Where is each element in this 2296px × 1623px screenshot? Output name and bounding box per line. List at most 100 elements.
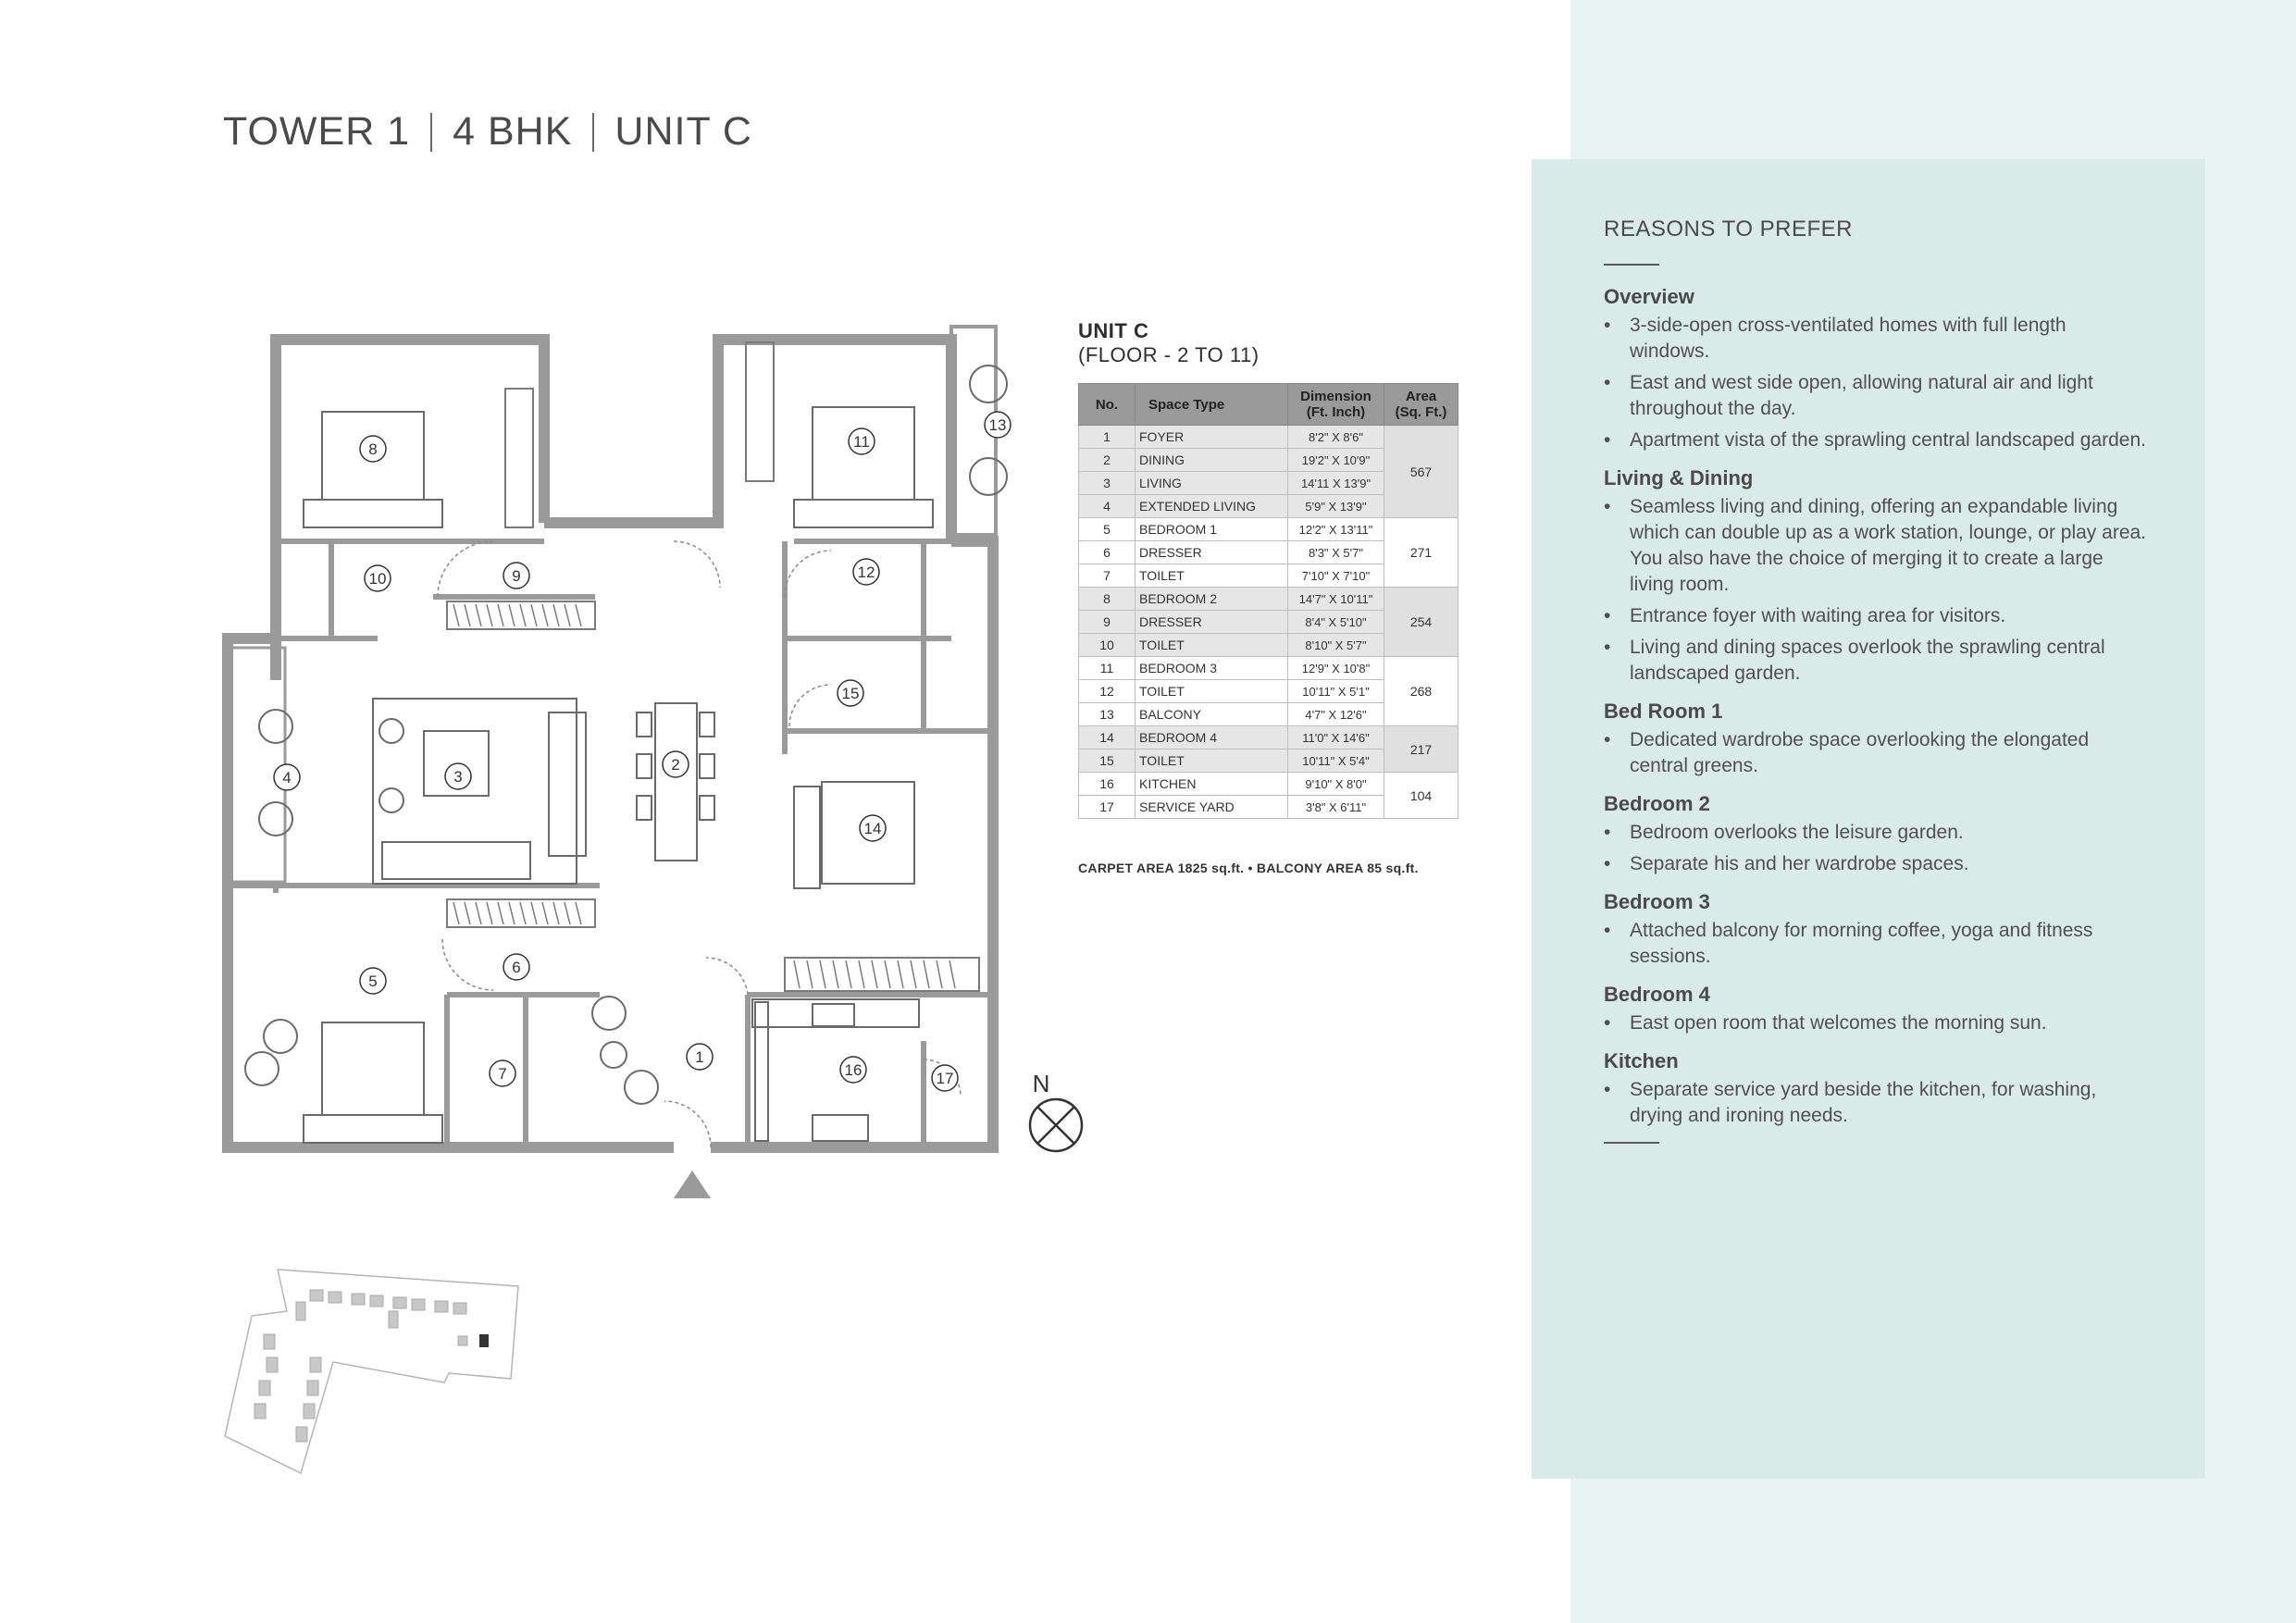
section-title: Bedroom 2	[1604, 792, 1710, 815]
column-header-no: No.	[1078, 383, 1136, 426]
section-title: Living & Dining	[1604, 466, 1754, 489]
heading-rule	[1604, 264, 1659, 266]
footer-rule	[1604, 1142, 1659, 1144]
area-value: 254	[1384, 587, 1458, 657]
unit-floors: (FLOOR - 2 TO 11)	[1078, 343, 1260, 366]
room-number: 12	[858, 564, 875, 581]
room-label-8: 8	[359, 435, 387, 463]
reason-section-living-dining: Living & Dining Seamless living and dini…	[1604, 466, 2150, 687]
room-label-12: 12	[852, 558, 880, 586]
room-number: 4	[282, 769, 291, 787]
compass-icon	[1028, 1097, 1084, 1153]
north-label: N	[1033, 1070, 1050, 1097]
room-label-1: 1	[686, 1043, 714, 1071]
entrance-arrow	[674, 1171, 711, 1198]
title-bhk: 4 BHK	[453, 109, 573, 154]
section-title: Kitchen	[1604, 1049, 1679, 1072]
room-number: 8	[368, 440, 377, 458]
unit-label: UNIT C (FLOOR - 2 TO 11)	[1078, 319, 1260, 367]
room-label-17: 17	[931, 1064, 959, 1092]
room-label-10: 10	[364, 564, 391, 592]
title-tower: TOWER 1	[223, 109, 411, 154]
reason-section-overview: Overview 3-side-open cross-ventilated ho…	[1604, 285, 2150, 453]
list-item: Living and dining spaces overlook the sp…	[1604, 635, 2150, 687]
list-item: Seamless living and dining, offering an …	[1604, 494, 2150, 598]
area-value: 217	[1384, 725, 1458, 773]
north-compass: N	[1028, 1070, 1084, 1153]
list-item: Attached balcony for morning coffee, yog…	[1604, 918, 2150, 970]
kitchen-counter	[751, 998, 920, 1142]
room-label-6: 6	[503, 953, 530, 981]
inner-walls	[228, 539, 993, 1147]
room-label-15: 15	[837, 679, 864, 707]
room-number: 5	[368, 973, 377, 990]
reason-section-bedroom-1: Bed Room 1 Dedicated wardrobe space over…	[1604, 700, 2150, 779]
unit-location-marker	[479, 1334, 489, 1347]
room-number: 15	[842, 685, 860, 702]
room-number: 2	[671, 756, 679, 774]
list-item: Bedroom overlooks the leisure garden.	[1604, 820, 2150, 846]
area-value: 268	[1384, 656, 1458, 726]
list-item: East and west side open, allowing natura…	[1604, 370, 2150, 422]
site-key-plan	[222, 1260, 527, 1482]
list-item: Apartment vista of the sprawling central…	[1604, 427, 2150, 453]
room-number: 9	[512, 567, 520, 585]
room-number: 17	[937, 1070, 954, 1087]
area-value: 567	[1384, 425, 1458, 518]
room-label-11: 11	[848, 427, 875, 455]
list-item: Dedicated wardrobe space overlooking the…	[1604, 727, 2150, 779]
room-number: 1	[695, 1048, 703, 1066]
title-unit: UNIT C	[614, 109, 752, 154]
section-title: Bedroom 4	[1604, 983, 1710, 1006]
unit-name: UNIT C	[1078, 319, 1149, 342]
room-label-5: 5	[359, 967, 387, 995]
page-title: TOWER 1 4 BHK UNIT C	[223, 109, 752, 155]
room-label-4: 4	[273, 763, 301, 791]
reason-section-bedroom-3: Bedroom 3 Attached balcony for morning c…	[1604, 890, 2150, 970]
wardrobes	[446, 341, 980, 992]
title-separator	[592, 112, 595, 152]
room-number: 10	[369, 570, 387, 588]
reason-section-kitchen: Kitchen Separate service yard beside the…	[1604, 1049, 2150, 1129]
room-label-3: 3	[444, 762, 472, 790]
wardrobe-hatch	[453, 603, 956, 989]
table-header-row: No. Space Type Dimension(Ft. Inch) Area(…	[1078, 383, 1458, 426]
room-label-9: 9	[503, 562, 530, 589]
column-header-space-type: Space Type	[1135, 383, 1288, 426]
room-number: 7	[498, 1065, 506, 1083]
reason-section-bedroom-4: Bedroom 4 East open room that welcomes t…	[1604, 983, 2150, 1036]
room-label-2: 2	[662, 750, 689, 778]
section-title: Bedroom 3	[1604, 890, 1710, 913]
reasons-list: Overview 3-side-open cross-ventilated ho…	[1604, 285, 2150, 1144]
reasons-heading: REASONS TO PREFER	[1604, 217, 1854, 242]
area-footnote: CARPET AREA 1825 sq.ft. • BALCONY AREA 8…	[1078, 861, 1419, 875]
list-item: Entrance foyer with waiting area for vis…	[1604, 603, 2150, 629]
room-number: 14	[864, 820, 882, 837]
room-label-14: 14	[859, 814, 887, 842]
floor-plan-drawing: 8 9 10 11 12 13 3 2 4 15 14 5 6 7 1 16 1…	[222, 325, 1084, 1198]
room-number: 11	[853, 433, 870, 451]
area-table: No. Space Type Dimension(Ft. Inch) Area(…	[1078, 383, 1458, 819]
column-header-dimension: Dimension(Ft. Inch)	[1287, 383, 1384, 426]
beds	[303, 406, 934, 1144]
room-number: 6	[512, 959, 520, 976]
section-title: Overview	[1604, 285, 1694, 308]
extended-living-outline	[228, 646, 287, 884]
room-number: 16	[845, 1061, 863, 1079]
reason-section-bedroom-2: Bedroom 2 Bedroom overlooks the leisure …	[1604, 792, 2150, 877]
room-number: 13	[989, 416, 1007, 434]
column-header-area: Area(Sq. Ft.)	[1384, 383, 1458, 426]
list-item: 3-side-open cross-ventilated homes with …	[1604, 313, 2150, 365]
area-value: 271	[1384, 517, 1458, 588]
